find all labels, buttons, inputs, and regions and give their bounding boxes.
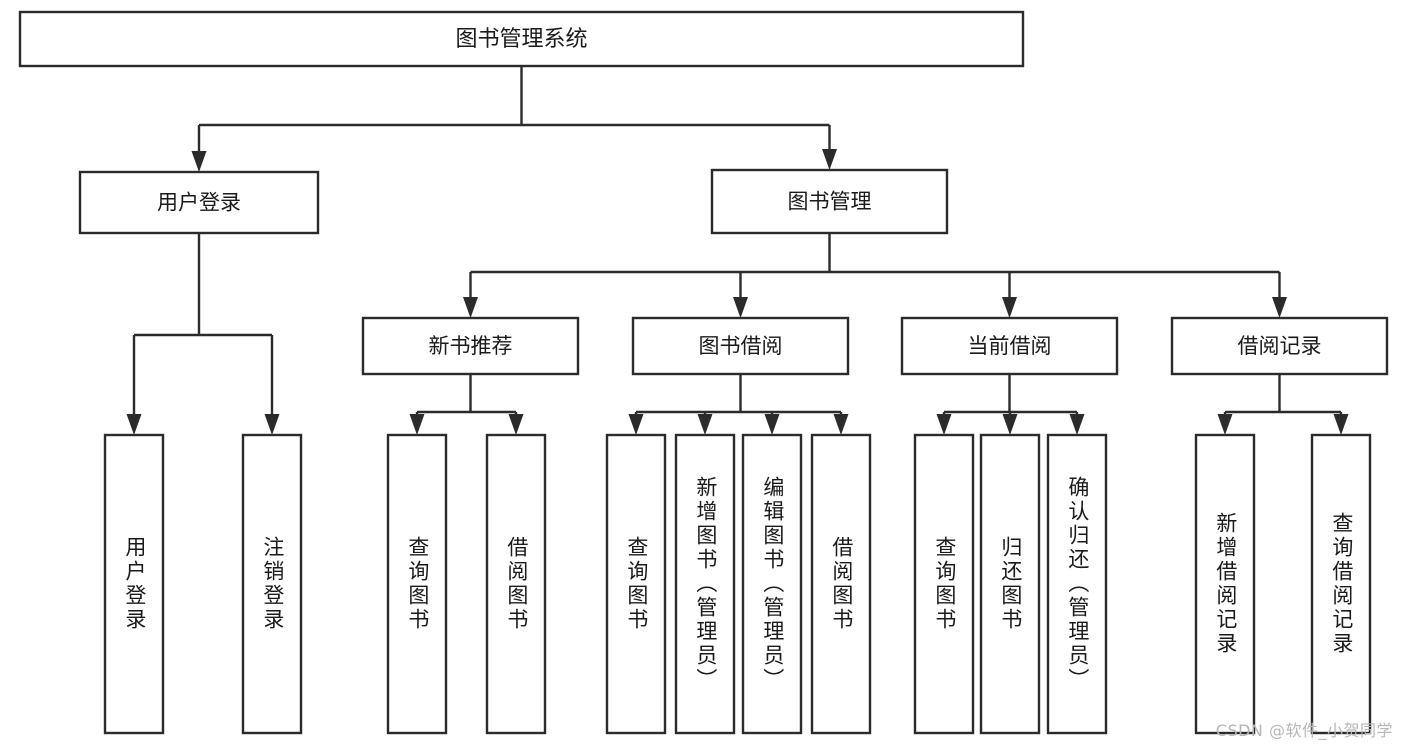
leaf-node-box-7[interactable] <box>810 433 872 735</box>
leaf-node-box-9[interactable] <box>979 433 1041 735</box>
arrow-head-login-leaf-1 <box>264 414 280 435</box>
leaf-node-box-0[interactable] <box>103 433 165 735</box>
leaf-node-box-3[interactable] <box>485 433 547 735</box>
level2-node-label-1: 图书管理 <box>788 190 872 214</box>
arrow-head-leaf-2-2 <box>1069 414 1085 435</box>
arrow-head-leaf-1-1 <box>697 414 713 435</box>
arrow-head-leaf-1-2 <box>764 414 780 435</box>
leaf-node-box-5[interactable] <box>674 433 736 735</box>
leaf-node-box-6[interactable] <box>741 433 803 735</box>
arrow-head-leaf-3-0 <box>1217 414 1233 435</box>
arrow-head-level2-0 <box>191 151 207 172</box>
csdn-watermark: CSDN @软件_小贺同学 <box>1215 721 1393 740</box>
arrow-head-login-leaf-0 <box>126 414 142 435</box>
arrow-head-leaf-3-1 <box>1333 414 1349 435</box>
node-box-layer <box>18 10 1389 735</box>
level3-node-box-1[interactable] <box>631 316 850 376</box>
arrow-head-level2-1 <box>822 149 837 170</box>
level3-node-label-1: 图书借阅 <box>699 334 783 358</box>
root-node-box[interactable] <box>18 10 1025 68</box>
leaf-node-box-4[interactable] <box>605 433 667 735</box>
root-node-label: 图书管理系统 <box>455 27 587 52</box>
arrow-head-level3-1 <box>733 297 748 318</box>
leaf-node-box-10[interactable] <box>1046 433 1108 735</box>
level3-node-label-0: 新书推荐 <box>429 334 513 358</box>
level2-node-label-0: 用户登录 <box>157 191 241 215</box>
leaf-node-box-1[interactable] <box>241 433 303 735</box>
arrow-head-leaf-1-3 <box>833 414 849 435</box>
level3-node-box-2[interactable] <box>900 316 1119 376</box>
level3-node-label-3: 借阅记录 <box>1238 334 1322 358</box>
arrow-head-leaf-0-1 <box>508 414 524 435</box>
arrow-head-leaf-1-0 <box>628 414 644 435</box>
level2-node-box-1[interactable] <box>710 168 949 235</box>
arrow-head-level3-2 <box>1002 297 1017 318</box>
connector-layer <box>126 66 1349 435</box>
arrow-head-level3-3 <box>1272 297 1287 318</box>
leaf-node-box-2[interactable] <box>386 433 448 735</box>
leaf-node-box-11[interactable] <box>1194 433 1256 735</box>
arrow-head-leaf-2-1 <box>1002 414 1018 435</box>
level3-node-box-3[interactable] <box>1170 316 1389 376</box>
arrow-head-level3-0 <box>463 297 478 318</box>
level3-node-box-0[interactable] <box>361 316 580 376</box>
arrow-head-leaf-0-0 <box>409 414 425 435</box>
leaf-node-box-12[interactable] <box>1310 433 1372 735</box>
leaf-node-box-8[interactable] <box>913 433 975 735</box>
level2-node-box-0[interactable] <box>78 170 320 235</box>
arrow-head-leaf-2-0 <box>936 414 952 435</box>
level3-node-label-2: 当前借阅 <box>968 334 1052 358</box>
